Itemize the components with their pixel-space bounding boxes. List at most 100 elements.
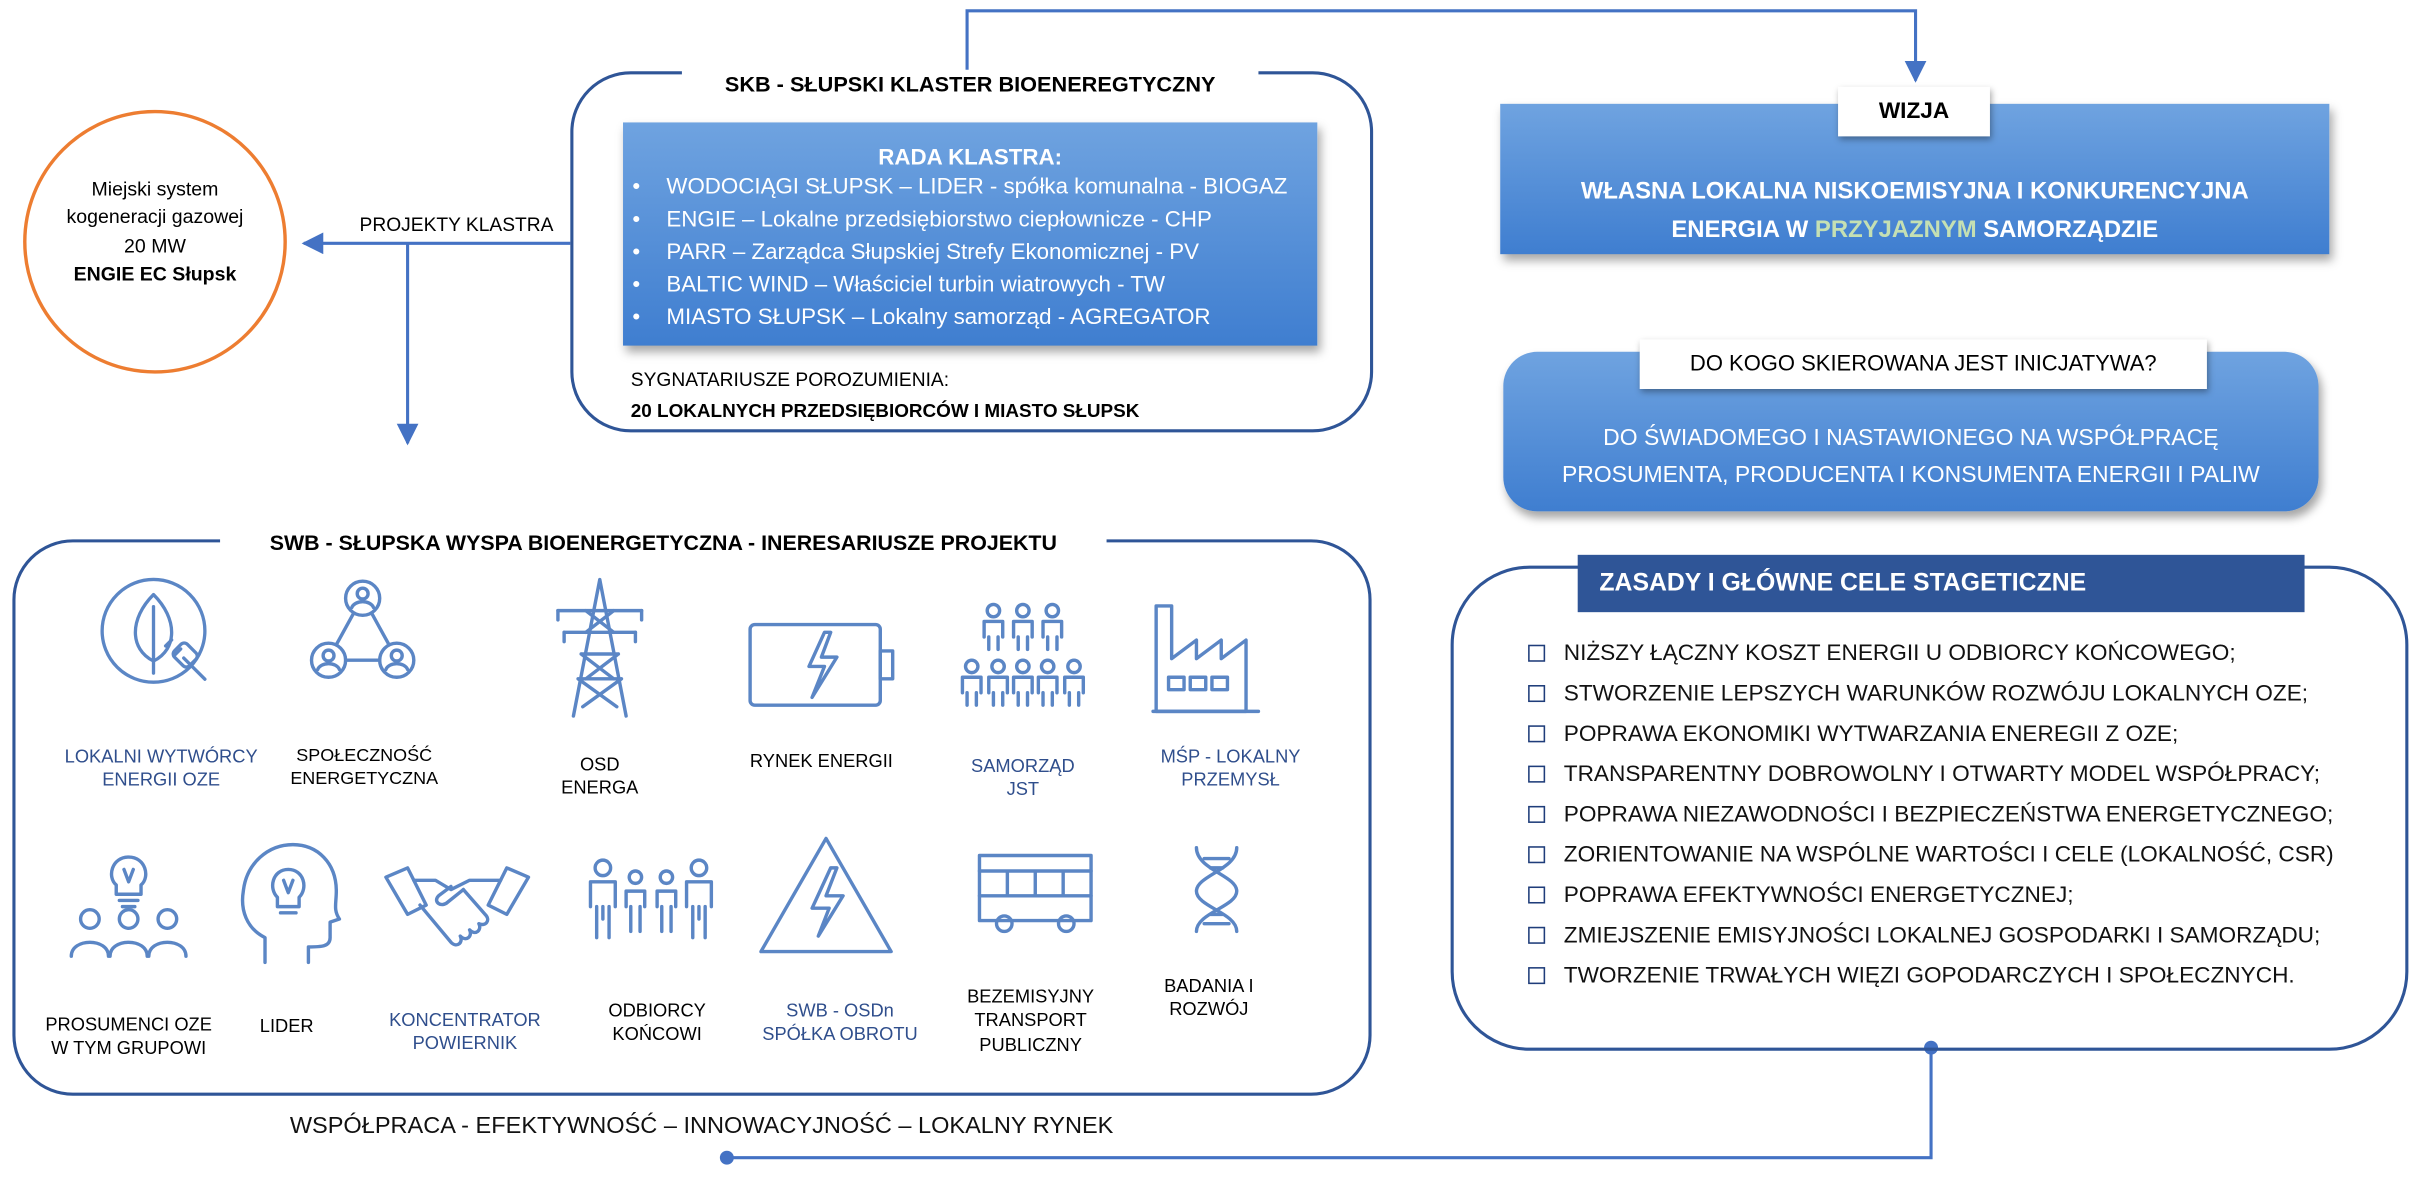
council-member-4: BALTIC WIND – Właściciel turbin wiatrowy…: [623, 270, 1317, 303]
stakeholder-label-11: SWB - OSDn SPÓŁKA OBROTU: [747, 1000, 933, 1048]
stakeholder-label-3-line-1: OSD: [579, 753, 620, 775]
stakeholder-label-12-line-2: TRANSPORT: [974, 1009, 1087, 1032]
idea-group-icon: [68, 851, 189, 963]
target-text: DO ŚWIADOMEGO I NASTAWIONEGO NA WSPÓŁPRA…: [1503, 420, 2318, 494]
stakeholder-label-5-line-2: JST: [1006, 778, 1040, 801]
skb-title: SKB - SŁUPSKI KLASTER BIOENEREGTYCZNY: [724, 71, 1216, 97]
stakeholder-label-7-line-2: W TYM GRUPOWI: [51, 1037, 207, 1060]
stakeholder-label-2-line-1: SPOŁECZNOŚĆ: [296, 745, 433, 766]
principle-item-8: ZMIEJSZENIE EMISYJNOŚCI LOKALNEJ GOSPODA…: [1527, 916, 2334, 956]
stakeholder-label-5: SAMORZĄD JST: [961, 755, 1085, 803]
principle-item-7: POPRAWA EFEKTYWNOŚCI ENERGETYCZNEJ;: [1527, 876, 2334, 916]
connector-skb-to-vision: [965, 9, 1927, 83]
people-group-icon: [958, 600, 1088, 715]
stakeholder-label-10-line-2: KOŃCOWI: [612, 1023, 702, 1046]
stakeholder-label-2-line-2: ENERGETYCZNA: [290, 769, 439, 790]
stakeholder-label-12-line-1: BEZEMISYJNY: [967, 985, 1095, 1008]
cogeneration-line-1: Miejski system: [91, 178, 219, 200]
leaf-plug-icon: [96, 573, 217, 694]
stakeholder-label-9-line-2: POWIERNIK: [412, 1032, 518, 1055]
principle-item-2: STWORZENIE LEPSZYCH WARUNKÓW ROZWÓJU LOK…: [1527, 674, 2334, 714]
cogeneration-text: Miejski system kogeneracji gazowej 20 MW…: [31, 175, 279, 289]
stakeholder-label-10-line-1: ODBIORCY: [608, 999, 706, 1022]
stakeholder-label-9: KONCENTRATOR POWIERNIK: [372, 1009, 558, 1057]
stakeholder-label-11-line-1: SWB - OSDn: [786, 999, 894, 1022]
stakeholder-label-2: SPOŁECZNOŚĆ ENERGETYCZNA: [263, 744, 464, 791]
council-member-5: MIASTO SŁUPSK – Lokalny samorząd - AGREG…: [623, 302, 1317, 335]
vision-line-2: ENERGIA W PRZYJAZNYM SAMORZĄDZIE: [1500, 211, 2329, 250]
stakeholder-label-4-line-1: RYNEK ENERGII: [749, 750, 893, 772]
factory-icon: [1150, 603, 1262, 715]
vision-tab: WIZJA: [1838, 86, 1990, 137]
swb-title: SWB - SŁUPSKA WYSPA BIOENERGETYCZNA - IN…: [269, 531, 1057, 555]
battery-bolt-icon: [747, 620, 896, 710]
council-member-1: WODOCIĄGI SŁUPSK – LIDER - spółka komuna…: [623, 172, 1317, 205]
head-lightbulb-icon: [237, 842, 342, 966]
target-line-1: DO ŚWIADOMEGO I NASTAWIONEGO NA WSPÓŁPRA…: [1603, 426, 2219, 451]
stakeholder-label-5-line-1: SAMORZĄD: [971, 754, 1075, 777]
stakeholder-label-8: LIDER: [232, 1015, 340, 1039]
cogeneration-line-4: ENGIE EC Słupsk: [73, 263, 237, 286]
vision-text: WŁASNA LOKALNA NISKOEMISYJNA I KONKURENC…: [1500, 172, 2329, 249]
cluster-council-title: RADA KLASTRA:: [878, 145, 1063, 171]
power-pylon-icon: [552, 577, 648, 720]
principle-item-9: TWORZENIE TRWAŁYCH WIĘZI GOPODARCZYCH I …: [1527, 956, 2334, 996]
target-tab: DO KOGO SKIEROWANA JEST INICJATYWA?: [1639, 339, 2207, 389]
swb-title-background: [220, 536, 1107, 546]
cogeneration-line-3: 20 MW: [124, 235, 186, 257]
principles-list: NIŻSZY ŁĄCZNY KOSZT ENERGII U ODBIORCY K…: [1527, 634, 2334, 997]
stakeholder-label-13-line-2: ROZWÓJ: [1169, 998, 1249, 1021]
principle-item-5: POPRAWA NIEZAWODNOŚCI I BEZPIECZEŃSTWA E…: [1527, 795, 2334, 835]
stakeholder-label-6: MŚP - LOKALNY PRZEMYSŁ: [1138, 745, 1324, 793]
stakeholder-label-3-line-2: ENERGA: [561, 777, 639, 799]
signatories-value: 20 LOKALNYCH PRZEDSIĘBIORCÓW I MIASTO SŁ…: [630, 399, 1140, 422]
stakeholder-label-8-line-1: LIDER: [259, 1015, 314, 1037]
principle-item-6: ZORIENTOWANIE NA WSPÓLNE WARTOŚCI I CELE…: [1527, 835, 2334, 875]
stakeholder-label-4: RYNEK ENERGII: [728, 750, 914, 774]
cluster-council-list: WODOCIĄGI SŁUPSK – LIDER - spółka komuna…: [623, 172, 1317, 335]
handshake-icon: [383, 865, 532, 955]
stakeholder-label-9-line-1: KONCENTRATOR: [389, 1008, 541, 1031]
stakeholder-label-11-line-2: SPÓŁKA OBROTU: [762, 1023, 918, 1046]
stakeholder-label-1-line-1: LOKALNI WYTWÓRCY: [64, 745, 258, 768]
family-icon: [586, 857, 716, 941]
stakeholder-label-10: ODBIORCY KOŃCOWI: [587, 1000, 726, 1048]
cogeneration-line-2: kogeneracji gazowej: [66, 206, 244, 229]
high-voltage-warning-icon: [756, 834, 895, 958]
vision-line-1: WŁASNA LOKALNA NISKOEMISYJNA I KONKURENC…: [1580, 178, 2249, 205]
bus-icon: [973, 849, 1097, 936]
vision-line-2-end: SAMORZĄDZIE: [1976, 216, 2159, 244]
vision-line-2-start: ENERGIA W: [1671, 216, 1815, 244]
vision-box: WŁASNA LOKALNA NISKOEMISYJNA I KONKURENC…: [1500, 103, 2330, 255]
dna-icon: [1190, 845, 1243, 935]
skb-title-background: [681, 69, 1259, 80]
stakeholder-label-7: PROSUMENCI OZE W TYM GRUPOWI: [28, 1014, 229, 1062]
vision-highlight: PRZYJAZNYM: [1814, 216, 1977, 244]
signatories-label: SYGNATARIUSZE POROZUMIENIA:: [630, 368, 950, 391]
council-member-3: PARR – Zarządca Słupskiej Strefy Ekonomi…: [623, 237, 1317, 270]
principle-item-4: TRANSPARENTNY DOBROWOLNY I OTWARTY MODEL…: [1527, 755, 2334, 795]
stakeholder-label-1: LOKALNI WYTWÓRCY ENERGII OZE: [53, 745, 270, 793]
target-line-2: PROSUMENTA, PRODUCENTA I KONSUMENTA ENER…: [1561, 463, 2260, 489]
footer-values: WSPÓŁPRACA - EFEKTYWNOŚĆ – INNOWACYJNOŚĆ…: [289, 1112, 1114, 1140]
principles-title: ZASADY I GŁÓWNE CELE STAGETICZNE: [1577, 554, 2305, 613]
stakeholder-label-3: OSD ENERGA: [538, 753, 662, 801]
community-network-icon: [307, 577, 419, 685]
stakeholder-label-13-line-1: BADANIA I: [1164, 974, 1254, 997]
stakeholder-label-12: BEZEMISYJNY TRANSPORT PUBLICZNY: [953, 986, 1108, 1058]
cogeneration-circle: [23, 109, 287, 374]
projects-label: PROJEKTY KLASTRA: [359, 213, 554, 236]
cluster-council-box: RADA KLASTRA: WODOCIĄGI SŁUPSK – LIDER -…: [623, 122, 1318, 346]
principle-item-1: NIŻSZY ŁĄCZNY KOSZT ENERGII U ODBIORCY K…: [1527, 634, 2334, 674]
stakeholder-label-1-line-2: ENERGII OZE: [102, 769, 221, 792]
connector-principles-to-footer: [726, 1047, 1933, 1160]
principle-item-3: POPRAWA EKONOMIKI WYTWARZANIA ENEREGII Z…: [1527, 714, 2334, 754]
stakeholder-label-6-line-1: MŚP - LOKALNY: [1160, 745, 1301, 768]
council-member-2: ENGIE – Lokalne przedsiębiorstwo ciepłow…: [623, 205, 1317, 238]
stakeholder-label-13: BADANIA I ROZWÓJ: [1147, 975, 1271, 1023]
connector-dot-bottom: [719, 1150, 734, 1165]
stakeholder-label-6-line-2: PRZEMYSŁ: [1181, 769, 1280, 792]
stakeholder-label-12-line-3: PUBLICZNY: [979, 1033, 1082, 1056]
stakeholder-label-7-line-1: PROSUMENCI OZE: [45, 1013, 212, 1036]
